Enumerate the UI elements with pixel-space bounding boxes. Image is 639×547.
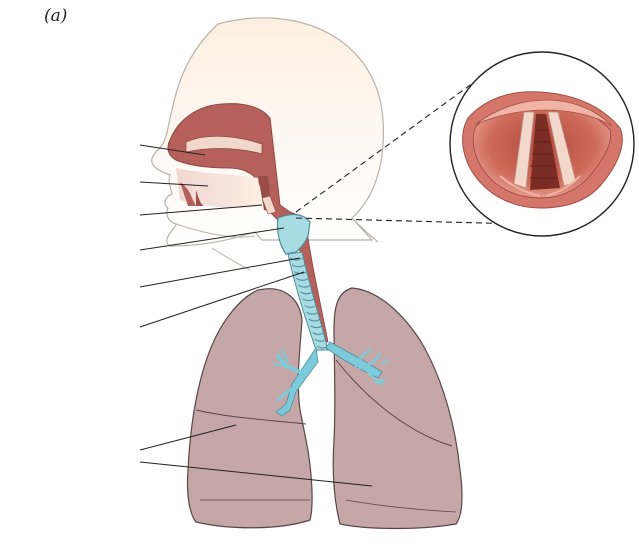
leader-line-esophagus — [139, 257, 301, 288]
leader-line-lung-right — [139, 424, 237, 451]
panel-label: (a) — [44, 6, 68, 26]
tracheal-ring — [289, 257, 304, 261]
zoom-line-bottom — [295, 217, 521, 225]
zoom-connector — [295, 71, 521, 225]
leader-line-larynx — [139, 227, 285, 251]
leader-line-trachea — [139, 271, 305, 328]
epiglottis — [475, 99, 613, 127]
larynx — [276, 213, 311, 255]
left-bronchus — [325, 341, 383, 379]
larynx-view-inset — [449, 51, 635, 237]
glottis-opening — [530, 114, 560, 190]
tracheal-ring — [291, 264, 306, 268]
leader-line-nasal-cavity — [139, 144, 206, 156]
tracheal-ring — [306, 311, 319, 315]
tracheal-ring — [295, 277, 310, 281]
right-lung — [186, 288, 313, 529]
leader-line-pharynx — [139, 204, 263, 216]
tracheal-ring — [314, 338, 327, 342]
lungs — [186, 287, 463, 530]
vocal-cord-right — [547, 111, 577, 187]
trachea — [273, 213, 389, 417]
leader-line-oral-cavity — [139, 181, 209, 187]
upper-airway — [167, 103, 301, 237]
tracheal-ring — [308, 318, 321, 322]
tracheal-ring — [310, 325, 323, 329]
leader-line-lung-left — [139, 461, 373, 487]
tracheal-ring — [304, 304, 317, 308]
tracheal-ring — [312, 332, 325, 335]
tracheal-ring — [302, 298, 315, 302]
vocal-cord-left — [513, 111, 535, 189]
left-lung — [332, 287, 463, 530]
leader-lines — [139, 144, 373, 487]
tracheal-ring — [300, 291, 313, 295]
right-bronchus — [275, 346, 319, 417]
tracheal-ring — [298, 284, 311, 288]
